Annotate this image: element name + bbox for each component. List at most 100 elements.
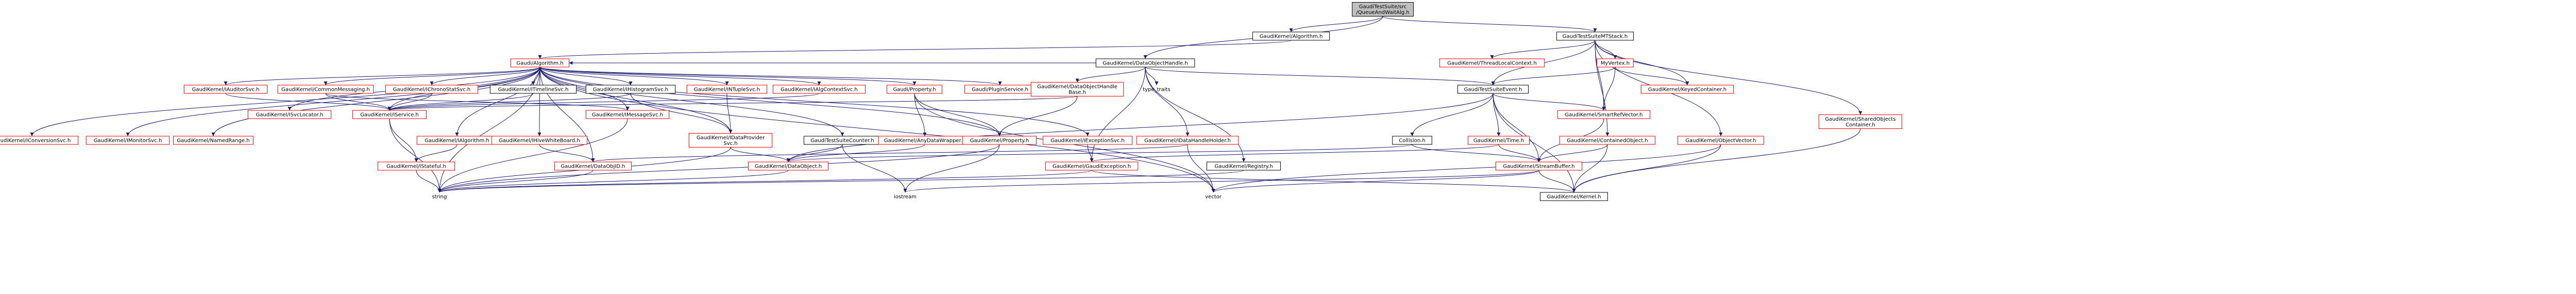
node-object-vector[interactable]: GaudiKernel/ObjectVector.h: [1677, 136, 1765, 145]
node-thread-local-context[interactable]: GaudiKernel/ThreadLocalContext.h: [1439, 58, 1545, 68]
node-root[interactable]: GaudiTestSuite/src/QueueAndWaitAlg.h: [1352, 2, 1414, 17]
node-label: GaudiKernel/SmartRefVector.h: [1565, 112, 1642, 118]
node-label: Svc.h: [723, 141, 737, 146]
edge-stream-buffer-to-vector: [1211, 170, 1539, 193]
node-ihive-whiteboard[interactable]: GaudiKernel/IHiveWhiteBoard.h: [491, 136, 588, 145]
node-box: [1045, 161, 1139, 171]
node-test-suite-mt-stack[interactable]: GaudiTestSuiteMTStack.h: [1556, 31, 1634, 41]
node-istateful[interactable]: GaudiKernel/IStateful.h: [377, 161, 455, 171]
node-label: GaudiTestSuite/src: [1359, 4, 1407, 10]
node-ikeyed-container[interactable]: GaudiKernel/KeyedContainer.h: [1640, 85, 1734, 94]
node-ialgorithm[interactable]: GaudiKernel/IAlgorithm.h: [416, 136, 498, 145]
node-smart-ref-vector[interactable]: GaudiKernel/SmartRefVector.h: [1557, 110, 1651, 119]
node-ialg-context-svc[interactable]: GaudiKernel/IAlgContextSvc.h: [772, 85, 866, 94]
node-gaudi-exception[interactable]: GaudiKernel/GaudiException.h: [1045, 161, 1139, 171]
node-box: [489, 85, 577, 94]
node-box: [1439, 58, 1545, 68]
node-plugin-service[interactable]: Gaudi/PluginService.h: [964, 85, 1036, 94]
node-box: [1559, 136, 1656, 145]
node-common-messaging[interactable]: GaudiKernel/CommonMessaging.h: [277, 85, 374, 94]
node-data-handle-holder[interactable]: GaudiKernel/IDataHandleHolder.h: [1136, 136, 1239, 145]
edge-ihive-whiteboard-to-data-obj-id: [539, 144, 595, 162]
edge-contained-object-to-kernel-h: [1572, 144, 1608, 193]
node-box: [585, 110, 670, 119]
node-iservice[interactable]: GaudiKernel/IService.h: [352, 110, 427, 119]
node-stream-buffer[interactable]: GaudiKernel/StreamBuffer.h: [1495, 161, 1583, 171]
node-iaudit-or-svc[interactable]: GaudiKernel/IAuditorSvc.h: [183, 85, 268, 94]
node-box: [1392, 136, 1432, 145]
node-box: [1095, 58, 1195, 68]
edge-gaudi-algorithm-to-ihive-whiteboard: [537, 67, 541, 137]
edge-gaudi-algorithm-to-data-obj-id: [539, 67, 595, 162]
node-box: [688, 133, 773, 148]
node-collision[interactable]: Collision.h: [1392, 136, 1432, 145]
node-data-object-handle[interactable]: GaudiKernel/DataObjectHandle.h: [1095, 58, 1195, 68]
node-label: GaudiKernel/KeyedContainer.h: [1648, 87, 1726, 93]
edge-idata-provider-svc-to-data-object: [730, 147, 790, 162]
edge-gaudi-kernel-property-to-iostream: [903, 144, 1000, 193]
node-iconversion-svc[interactable]: GaudiKernel/IConversionSvc.h: [0, 136, 79, 145]
node-data-obj-id[interactable]: GaudiKernel/DataObjID.h: [554, 161, 632, 171]
edge-gaudi-algorithm-to-vector: [539, 67, 1215, 193]
node-label: GaudiKernel/SharedObjects: [1825, 117, 1895, 122]
node-label: iostream: [894, 194, 917, 200]
node-label: GaudiKernel/DataObjectHandle: [1037, 84, 1117, 90]
node-label: GaudiKernel/GaudiException.h: [1053, 164, 1131, 170]
node-gaudi-property[interactable]: Gaudi/Property.h: [887, 85, 942, 94]
node-type-traits: type_traits: [1143, 87, 1170, 93]
node-data-object[interactable]: GaudiKernel/DataObject.h: [748, 161, 829, 171]
edge-gaudi-algorithm-to-iaudit-or-svc: [224, 67, 540, 86]
node-imonitor-svc[interactable]: GaudiKernel/IMonitorSvc.h: [86, 136, 170, 145]
node-label: Gaudi/Algorithm.h: [516, 61, 563, 67]
node-any-data-wrapper[interactable]: GaudiKernel/AnyDataWrapper.h: [878, 136, 972, 145]
node-iexception-svc[interactable]: GaudiKernel/IExceptionSvc.h: [1042, 136, 1133, 145]
node-gaudi-kernel-property[interactable]: GaudiKernel/Property.h: [962, 136, 1037, 145]
node-label: GaudiKernel/CommonMessaging.h: [281, 87, 370, 93]
node-ichrono-stat-svc[interactable]: GaudiKernel/IChronoStatSvc.h: [385, 85, 479, 94]
node-label: MyVertex.h: [1601, 61, 1630, 67]
node-my-vertex[interactable]: MyVertex.h: [1597, 58, 1634, 68]
edge-root-to-algorithm-h: [1289, 16, 1383, 32]
node-algorithm-h[interactable]: GaudiKernel/Algorithm.h: [1252, 31, 1330, 41]
node-label: GaudiKernel/IDataProvider: [697, 135, 765, 141]
node-box: [491, 136, 588, 145]
node-test-suite-event[interactable]: GaudiTestSuiteEvent.h: [1457, 85, 1529, 94]
node-named-range[interactable]: GaudiKernel/NamedRange.h: [173, 136, 254, 145]
node-isvc-locator[interactable]: GaudiKernel/ISvcLocator.h: [247, 110, 332, 119]
node-gaudi-algorithm[interactable]: Gaudi/Algorithm.h: [511, 58, 569, 68]
edge-collision-to-stream-buffer: [1412, 144, 1541, 162]
node-label: GaudiKernel/IMessageSvc.h: [592, 112, 663, 118]
node-label: GaudiKernel/IChronoStatSvc.h: [393, 87, 470, 93]
node-intuple-svc[interactable]: GaudiKernel/INTupleSvc.h: [686, 85, 768, 94]
edge-my-vertex-to-ikeyed-container: [1615, 67, 1689, 86]
node-test-suite-counter[interactable]: GaudiTestSuiteCounter.h: [803, 136, 882, 145]
node-box: [554, 161, 632, 171]
edge-common-messaging-to-iservice: [325, 93, 392, 111]
edge-common-messaging-to-imessage-svc: [325, 93, 630, 111]
node-registry[interactable]: GaudiKernel/Registry.h: [1206, 161, 1281, 171]
node-ihistogram-svc[interactable]: GaudiKernel/IHistogramSvc.h: [585, 85, 676, 94]
node-label: GaudiKernel/Algorithm.h: [1260, 34, 1323, 40]
edge-data-object-handle-to-registry: [1145, 67, 1246, 162]
node-label: GaudiTestSuiteCounter.h: [810, 138, 874, 144]
edge-data-object-handle-base-to-iservice: [388, 96, 1078, 111]
edge-any-data-wrapper-to-data-object: [786, 144, 925, 162]
node-label: GaudiKernel/IExceptionSvc.h: [1050, 138, 1125, 144]
node-label: GaudiKernel/Kernel.h: [1547, 194, 1601, 200]
edge-my-vertex-to-smart-ref-vector: [1602, 67, 1616, 111]
node-imessage-svc[interactable]: GaudiKernel/IMessageSvc.h: [585, 110, 670, 119]
node-contained-object[interactable]: GaudiKernel/ContainedObject.h: [1559, 136, 1656, 145]
node-kernel-h[interactable]: GaudiKernel/Kernel.h: [1540, 192, 1608, 201]
node-itimeline-svc[interactable]: GaudiKernel/ITimelineSvc.h: [489, 85, 577, 94]
edge-data-obj-id-to-string: [437, 170, 594, 193]
node-label: GaudiKernel/IHiveWhiteBoard.h: [499, 138, 580, 144]
node-box: [277, 85, 374, 94]
node-box: [1457, 85, 1529, 94]
node-box: [772, 85, 866, 94]
edge-algorithm-h-to-gaudi-algorithm: [538, 40, 1292, 59]
edge-test-suite-event-to-data-object: [786, 93, 1494, 162]
node-time-h[interactable]: GaudiKernel/Time.h: [1468, 136, 1530, 145]
